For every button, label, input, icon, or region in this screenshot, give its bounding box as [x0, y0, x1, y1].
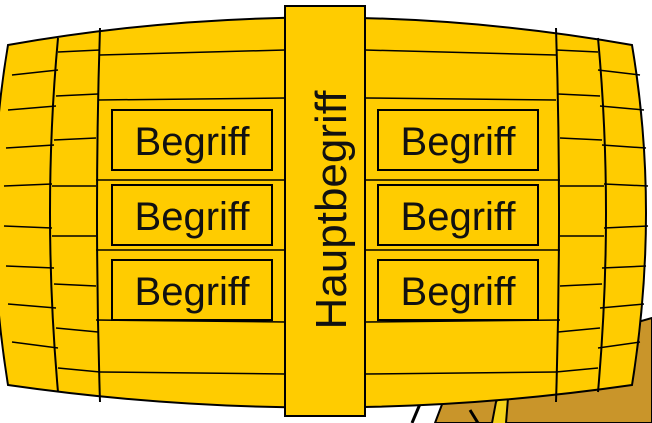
main-term: Hauptbegriff [307, 90, 356, 330]
term-left-3: Begriff [135, 270, 251, 314]
term-right-3: Begriff [401, 270, 517, 314]
term-right-1: Begriff [401, 120, 517, 164]
left-terms: Begriff Begriff Begriff [112, 110, 272, 320]
center-band: Hauptbegriff [285, 6, 365, 416]
background-stroke-left [412, 404, 420, 423]
right-terms: Begriff Begriff Begriff [378, 110, 538, 320]
term-right-2: Begriff [401, 195, 517, 239]
term-left-2: Begriff [135, 195, 251, 239]
term-left-1: Begriff [135, 120, 251, 164]
